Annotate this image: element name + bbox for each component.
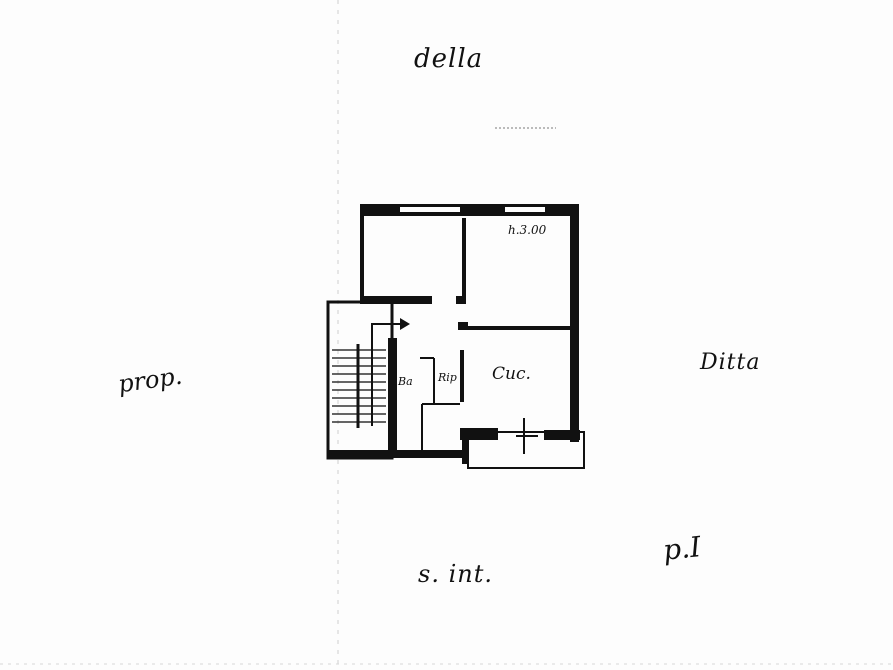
boundary-label-south: s. int.: [418, 560, 493, 588]
floor-level-label: p.I: [661, 530, 703, 567]
wall-south-left: [328, 450, 464, 458]
boundary-label-north: della: [414, 44, 484, 74]
wall-stub-1: [456, 296, 466, 304]
stair-direction-line: [371, 323, 402, 426]
boundary-label-east: Ditta: [700, 350, 761, 375]
wall-kitchen-north: [466, 326, 570, 330]
balcony-outline: [467, 431, 585, 469]
wall-stub-2: [458, 322, 468, 330]
wall-west-upper: [360, 204, 364, 304]
room-label-storage: Rip: [438, 371, 457, 384]
wall-stair-east: [388, 338, 397, 452]
wall-south-right: [544, 430, 580, 440]
wall-kitchen-west: [460, 350, 464, 402]
wall-interior-vertical: [462, 218, 466, 302]
wall-east: [570, 204, 579, 442]
ceiling-height-note: h.3.00: [508, 223, 547, 237]
window-north-1: [400, 207, 460, 212]
window-north-2: [505, 207, 545, 212]
room-label-kitchen: Cuc.: [492, 364, 531, 384]
wall-north: [360, 204, 578, 216]
apartment-walls: [326, 204, 585, 469]
wall-south-corner: [462, 428, 468, 464]
wall-room1-south: [360, 296, 432, 304]
room-label-bath: Ba: [398, 375, 413, 388]
stair-arrow-icon: [400, 318, 410, 330]
